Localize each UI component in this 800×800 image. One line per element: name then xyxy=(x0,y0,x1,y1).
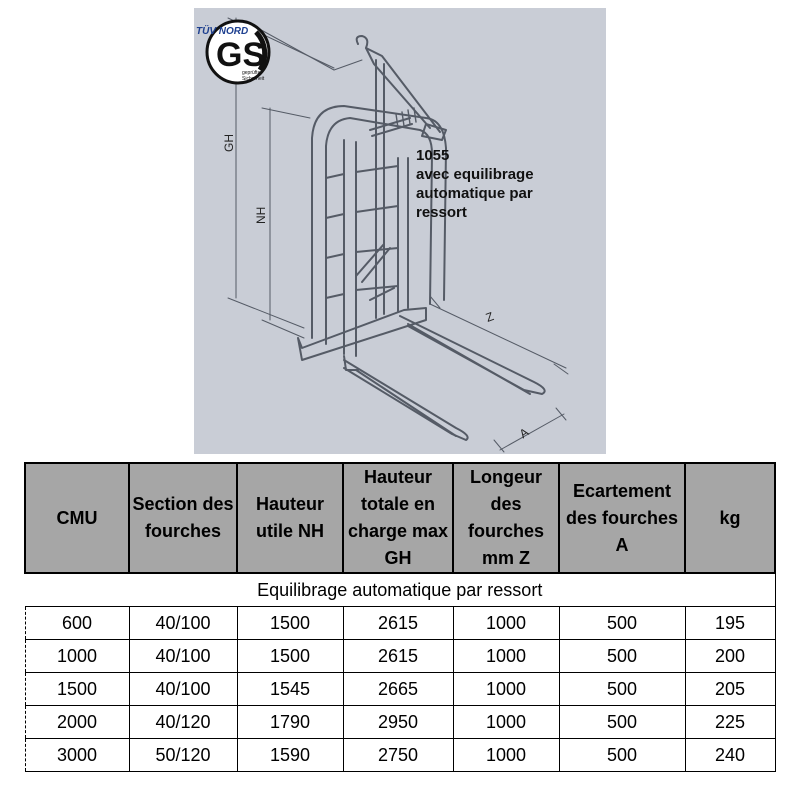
table-header-row: CMU Section des fourches Hauteur utile N… xyxy=(24,462,776,574)
header-hauteur-totale: Hauteur totale en charge max GH xyxy=(342,462,454,574)
dimension-label-gh: GH xyxy=(222,134,236,152)
tuv-gs-seal-icon: TÜV NORD GS geprüfte Sicherheit xyxy=(196,19,271,85)
table-cell: 1000 xyxy=(24,639,130,673)
model-caption: 1055 avec equilibrage automatique par re… xyxy=(416,146,586,222)
header-ecartement: Ecartement des fourches A xyxy=(558,462,686,574)
caption-line: 1055 xyxy=(416,147,450,164)
table-cell: 500 xyxy=(558,672,686,706)
table-row: 600 40/100 1500 2615 1000 500 195 xyxy=(24,606,776,640)
seal-top-text: TÜV NORD xyxy=(196,24,248,37)
header-longeur: Longeur des fourches mm Z xyxy=(452,462,560,574)
caption-line: ressort xyxy=(416,204,467,221)
table-cell: 1000 xyxy=(452,672,560,706)
product-illustration: 1055 avec equilibrage automatique par re… xyxy=(194,8,606,454)
table-cell: 40/100 xyxy=(128,639,238,673)
table-cell: 2950 xyxy=(342,705,454,739)
table-cell: 40/120 xyxy=(128,705,238,739)
table-cell: 2000 xyxy=(24,705,130,739)
table-cell: 2750 xyxy=(342,738,454,772)
table-cell: 1500 xyxy=(236,606,344,640)
subheader-cell: Equilibrage automatique par ressort xyxy=(25,572,776,607)
table-cell: 50/120 xyxy=(128,738,238,772)
table-cell: 200 xyxy=(684,639,776,673)
table-cell: 600 xyxy=(24,606,130,640)
caption-line: avec equilibrage xyxy=(416,166,534,183)
table-cell: 1545 xyxy=(236,672,344,706)
table-cell: 40/100 xyxy=(128,672,238,706)
seal-mark: GS xyxy=(216,36,265,74)
table-cell: 500 xyxy=(558,705,686,739)
table-cell: 3000 xyxy=(24,738,130,772)
seal-sub-text: geprüfte xyxy=(242,70,261,76)
table-cell: 225 xyxy=(684,705,776,739)
table-cell: 500 xyxy=(558,606,686,640)
table-cell: 240 xyxy=(684,738,776,772)
dimension-label-nh: NH xyxy=(254,206,268,224)
table-cell: 1000 xyxy=(452,606,560,640)
header-section: Section des fourches xyxy=(128,462,238,574)
table-cell: 2665 xyxy=(342,672,454,706)
table-row: 3000 50/120 1590 2750 1000 500 240 xyxy=(24,738,776,772)
table-cell: 1000 xyxy=(452,738,560,772)
table-cell: 2615 xyxy=(342,639,454,673)
header-cmu: CMU xyxy=(24,462,130,574)
table-cell: 1590 xyxy=(236,738,344,772)
table-subheader-row: Equilibrage automatique par ressort xyxy=(25,572,776,607)
table-cell: 2615 xyxy=(342,606,454,640)
table-cell: 1000 xyxy=(452,639,560,673)
table-cell: 1500 xyxy=(236,639,344,673)
table-cell: 500 xyxy=(558,639,686,673)
table-cell: 1790 xyxy=(236,705,344,739)
table-cell: 500 xyxy=(558,738,686,772)
table-cell: 40/100 xyxy=(128,606,238,640)
forklift-attachment-drawing xyxy=(227,17,569,453)
table-row: 1000 40/100 1500 2615 1000 500 200 xyxy=(24,639,776,673)
seal-sub-text: Sicherheit xyxy=(242,76,265,82)
table-cell: 1500 xyxy=(24,672,130,706)
header-kg: kg xyxy=(684,462,776,574)
table-cell: 1000 xyxy=(452,705,560,739)
header-hauteur-utile: Hauteur utile NH xyxy=(236,462,344,574)
caption-line: automatique par xyxy=(416,185,533,202)
table-cell: 195 xyxy=(684,606,776,640)
table-row: 1500 40/100 1545 2665 1000 500 205 xyxy=(24,672,776,706)
specification-table: CMU Section des fourches Hauteur utile N… xyxy=(24,462,776,772)
table-cell: 205 xyxy=(684,672,776,706)
table-row: 2000 40/120 1790 2950 1000 500 225 xyxy=(24,705,776,739)
